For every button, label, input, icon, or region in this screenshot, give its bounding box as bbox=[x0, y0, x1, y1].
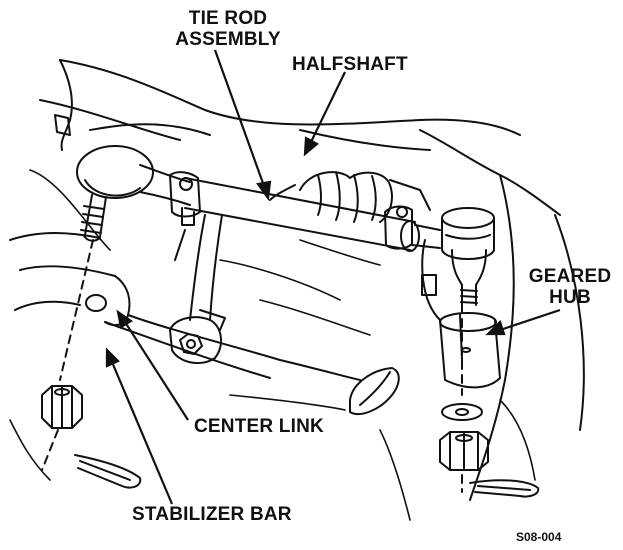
assembly-axis-lines bbox=[41, 239, 463, 493]
label-tie-rod-line1: TIE ROD bbox=[188, 8, 268, 29]
figure-code: S08-004 bbox=[516, 530, 562, 544]
label-tie-rod-line2: ASSEMBLY bbox=[175, 29, 281, 50]
background-contours bbox=[9, 169, 536, 521]
inner-ball-joint bbox=[441, 207, 495, 306]
dust-shield bbox=[349, 367, 400, 415]
stabilizer-bar bbox=[9, 232, 361, 381]
label-geared-line1: GEARED bbox=[528, 266, 612, 287]
label-geared-hub: GEARED HUB bbox=[528, 266, 612, 308]
leader-lines bbox=[105, 49, 561, 505]
geared-hub-arm bbox=[421, 239, 501, 389]
label-halfshaft: HALFSHAFT bbox=[292, 54, 408, 75]
label-center-link: CENTER LINK bbox=[194, 416, 324, 437]
upper-frame bbox=[39, 59, 585, 501]
outer-tie-rod-end bbox=[76, 145, 191, 242]
stabilizer-nut-stack bbox=[41, 385, 142, 489]
label-geared-line2: HUB bbox=[549, 287, 591, 308]
label-tie-rod-assembly: TIE ROD ASSEMBLY bbox=[168, 8, 288, 50]
halfshaft-boot bbox=[269, 171, 431, 223]
label-stabilizer-bar: STABILIZER BAR bbox=[132, 504, 292, 525]
center-link-body bbox=[169, 214, 226, 365]
hub-nut-stack bbox=[439, 403, 540, 498]
